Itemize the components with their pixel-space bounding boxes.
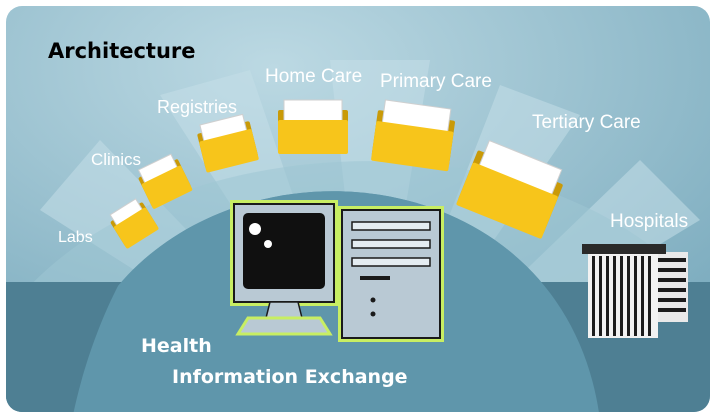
folder-icon [456,139,563,239]
folder-icon [197,113,259,173]
folder-icon [278,99,348,154]
label-tertiary-care: Tertiary Care [532,112,641,133]
buildings-icon [582,244,688,338]
computer-icon [230,200,444,342]
folder-icon [371,99,455,172]
label-labs: Labs [58,229,93,246]
label-primary-care: Primary Care [380,71,492,92]
folder-icon [109,198,159,249]
label-clinics: Clinics [91,150,141,169]
page-title: Architecture [48,39,196,63]
folder-icon [137,153,193,209]
center-label-line2: Information Exchange [172,366,408,388]
label-registries: Registries [157,97,237,117]
label-home-care: Home Care [265,66,362,87]
label-hospitals: Hospitals [610,211,688,232]
center-label-line1: Health [141,335,212,357]
